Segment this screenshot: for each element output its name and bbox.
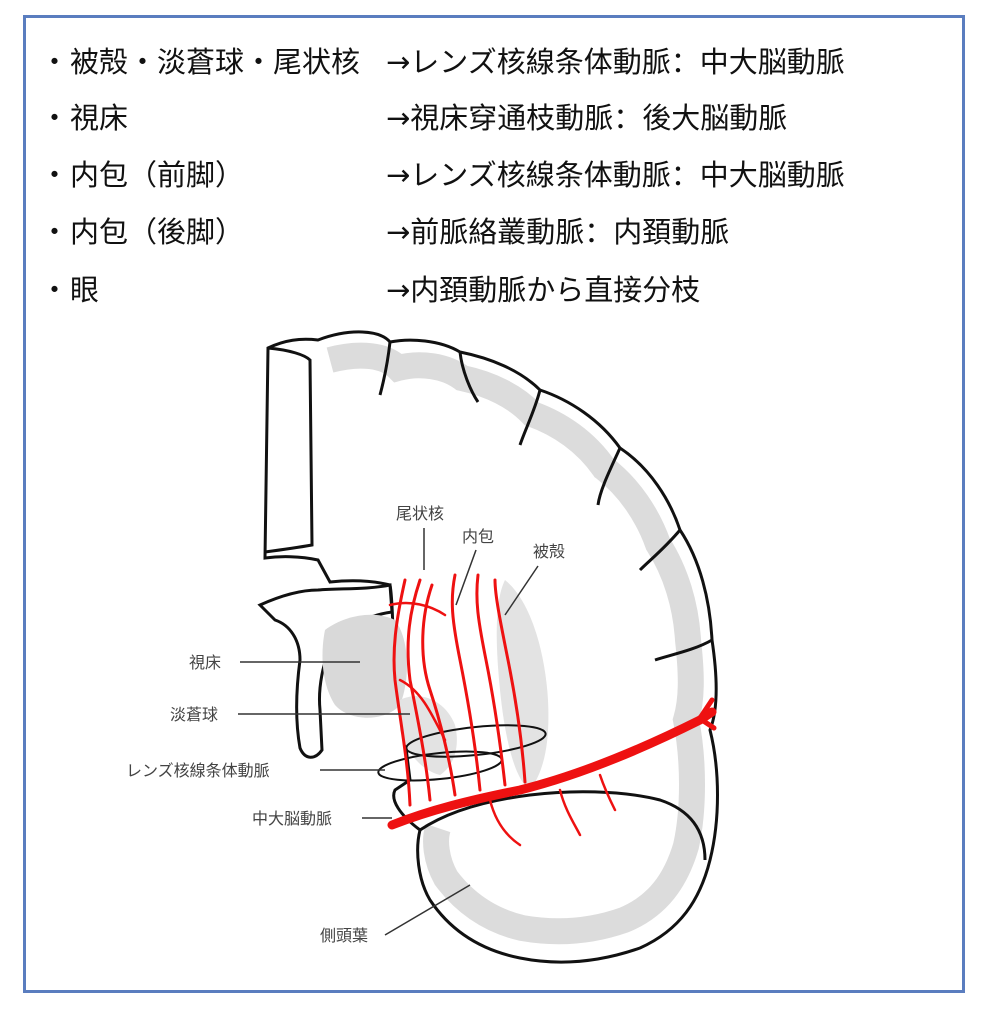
thalamus-shape: [322, 614, 407, 718]
putamen-shape: [496, 580, 549, 790]
lenticulostriate-artery: [421, 583, 457, 797]
label-putamen: 被殻: [533, 542, 565, 561]
lenticulostriate-artery: [388, 601, 447, 617]
region-label: 内包（前脚）: [70, 158, 245, 192]
region-label: 内包（後脚）: [70, 215, 245, 249]
temporal-branch: [488, 798, 522, 847]
label-globus-pallidus: 淡蒼球: [170, 705, 218, 724]
bullet: ・: [40, 158, 70, 192]
lenticulostriate-artery: [493, 578, 527, 784]
region-label: 眼: [70, 273, 100, 307]
bullet: ・: [40, 215, 70, 249]
artery-text: →レンズ核線条体動脈：中大脳動脈: [386, 158, 845, 192]
artery-text: →前脈絡叢動脈：内頚動脈: [386, 215, 730, 249]
middle-cerebral-artery: [387, 707, 717, 830]
globus-pallidus-ellipse: [405, 724, 547, 758]
lenticulostriate-artery: [392, 578, 412, 807]
artery-text: →レンズ核線条体動脈：中大脳動脈: [386, 45, 845, 79]
leader-lines: [238, 528, 539, 936]
bullet: ・: [40, 45, 70, 79]
bullet: ・: [40, 101, 70, 135]
artery-text: →視床穿通枝動脈：後大脳動脈: [386, 101, 788, 135]
midline-outline: [264, 346, 314, 554]
lenticulostriate-artery: [398, 678, 447, 742]
label-mca: 中大脳動脈: [252, 809, 332, 828]
region-label: 被殻・淡蒼球・尾状核: [70, 45, 361, 79]
label-internal-capsule: 内包: [462, 527, 494, 546]
label-lenticulostriate: レンズ核線条体動脈: [126, 761, 270, 780]
sulci: [378, 341, 713, 662]
mca-branch: [697, 697, 715, 721]
temporal-branch: [598, 773, 617, 812]
region-label: 視床: [70, 101, 129, 135]
brain-coronal-diagram: 尾状核 内包 被殻 視床 淡蒼球 レンズ核線条体動脈 中大脳動脈 側頭葉: [126, 330, 719, 964]
ventricle-outline: [257, 583, 394, 759]
label-thalamus: 視床: [189, 653, 221, 672]
artery-text: →内頚動脈から直接分枝: [386, 273, 701, 307]
lenticulostriate-artery: [475, 573, 507, 787]
arteries: [387, 573, 717, 847]
gray-matter-band: [326, 342, 705, 945]
lenticulostriate-artery: [450, 573, 482, 792]
mca-branch: [699, 717, 717, 731]
label-caudate: 尾状核: [396, 504, 444, 523]
bullet: ・: [40, 273, 70, 307]
temporal-branch: [558, 788, 582, 837]
label-temporal-lobe: 側頭葉: [320, 926, 368, 945]
lenticulostriate-artery: [406, 578, 432, 802]
temporal-lobe-outline: [419, 790, 707, 861]
